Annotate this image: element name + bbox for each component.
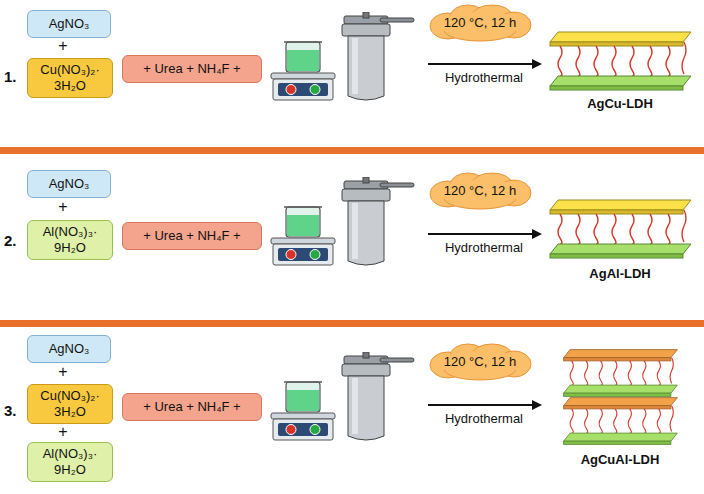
additive-box: + Urea + NH₄F + — [122, 55, 262, 83]
product-label: AgCuAl-LDH — [581, 452, 660, 467]
node-text: 120 °C, 12 h — [444, 354, 516, 370]
step-number: 3. — [4, 402, 17, 419]
stirrer-icon — [271, 42, 335, 100]
node-text: Cu(NO₃)₂· 3H₂O — [32, 388, 108, 419]
condition-cloud: 120 °C, 12 h — [428, 4, 532, 42]
autoclave-icon — [342, 177, 414, 265]
reagent-box: Cu(NO₃)₂· 3H₂O — [27, 384, 113, 424]
node-text: Al(NO₃)₃· 9H₂O — [32, 224, 108, 255]
node-text: AgNO₃ — [49, 341, 90, 357]
process-arrow — [428, 404, 540, 406]
process-label: Hydrothermal — [445, 240, 523, 255]
divider-bar — [0, 147, 704, 154]
reagent-box: Al(NO₃)₃· 9H₂O — [27, 442, 113, 482]
node-text: 120 °C, 12 h — [444, 183, 516, 199]
node-text: AgNO₃ — [49, 176, 90, 192]
reagent-box: AgNO₃ — [27, 335, 111, 363]
condition-cloud: 120 °C, 12 h — [428, 343, 532, 381]
step-number: 1. — [4, 68, 17, 85]
plus-sign: + — [58, 363, 67, 381]
node-text: Al(NO₃)₃· 9H₂O — [32, 446, 108, 477]
node-text: + Urea + NH₄F + — [143, 61, 240, 77]
stirrer-icon — [271, 207, 335, 265]
autoclave-icon — [342, 12, 414, 100]
node-text: AgNO₃ — [49, 16, 90, 32]
node-text: Cu(NO₃)₂· 3H₂O — [32, 62, 108, 93]
process-arrow — [428, 63, 540, 65]
divider-bar — [0, 320, 704, 327]
node-text: 120 °C, 12 h — [444, 15, 516, 31]
ldh-structure — [550, 32, 691, 90]
process-label: Hydrothermal — [445, 411, 523, 426]
product-label: AgCu-LDH — [587, 96, 653, 111]
node-text: + Urea + NH₄F + — [143, 228, 240, 244]
plus-sign: + — [58, 423, 67, 441]
product-label: AgAl-LDH — [589, 266, 650, 281]
process-arrow — [428, 233, 540, 235]
step-number: 2. — [4, 232, 17, 249]
stirrer-icon — [271, 382, 335, 440]
reagent-box: Cu(NO₃)₂· 3H₂O — [27, 58, 113, 98]
node-text: + Urea + NH₄F + — [143, 399, 240, 415]
additive-box: + Urea + NH₄F + — [122, 222, 262, 250]
reagent-box: AgNO₃ — [27, 10, 111, 38]
condition-cloud: 120 °C, 12 h — [428, 172, 532, 210]
ldh-structure — [564, 398, 678, 445]
plus-sign: + — [58, 37, 67, 55]
process-label: Hydrothermal — [445, 70, 523, 85]
ldh-structure — [564, 350, 678, 397]
reagent-box: AgNO₃ — [27, 170, 111, 198]
plus-sign: + — [58, 198, 67, 216]
autoclave-icon — [342, 352, 414, 440]
reagent-box: Al(NO₃)₃· 9H₂O — [27, 220, 113, 260]
ldh-structure — [550, 200, 691, 258]
additive-box: + Urea + NH₄F + — [122, 393, 262, 421]
